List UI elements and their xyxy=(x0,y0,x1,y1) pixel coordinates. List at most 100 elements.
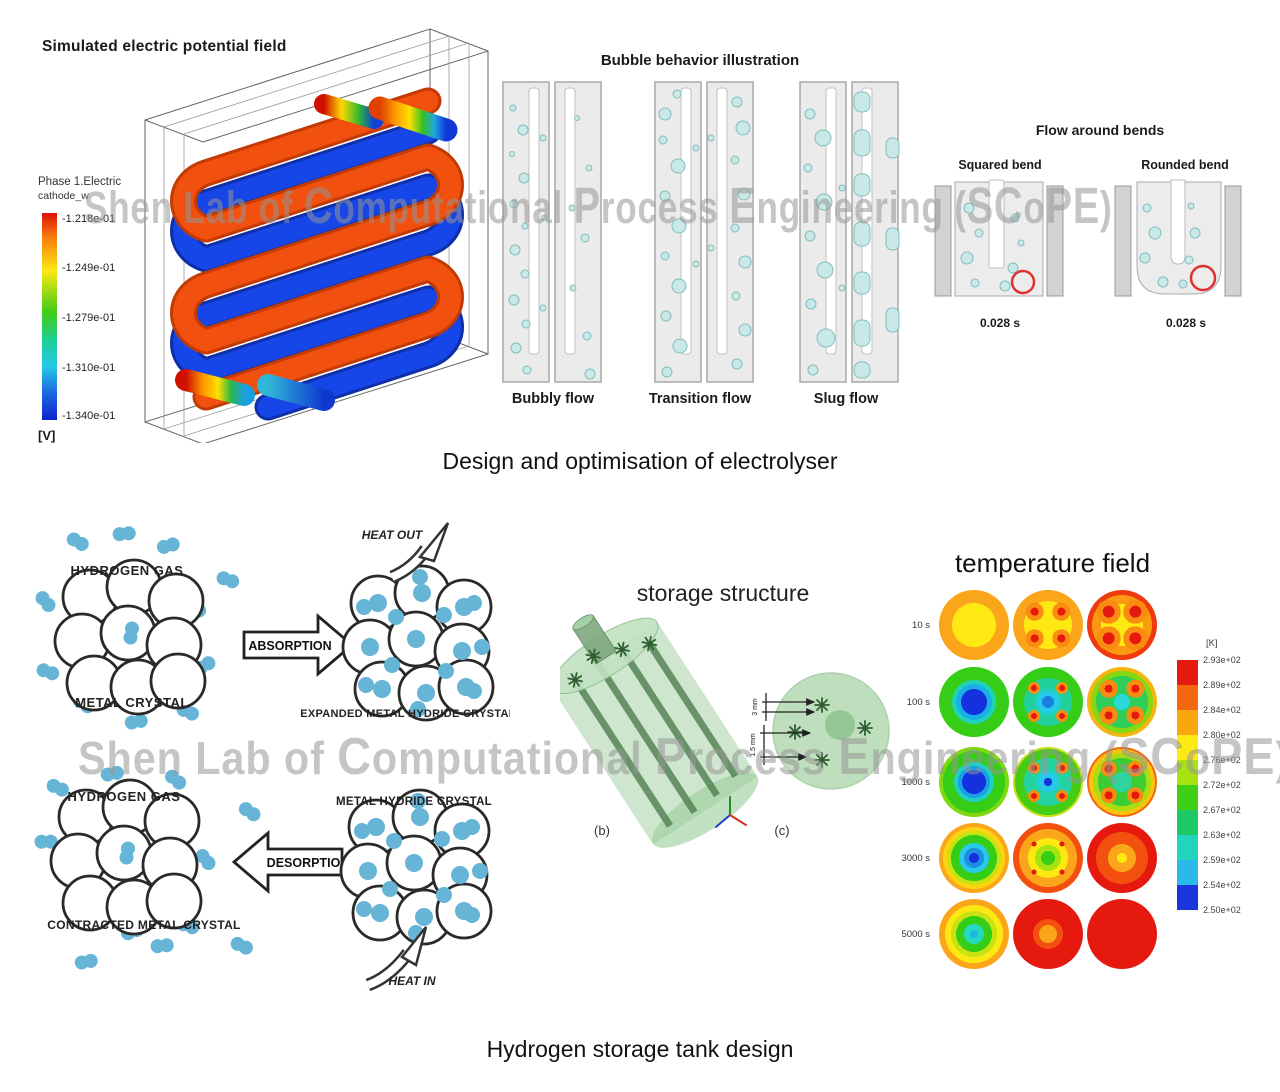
squared-bend-drawing xyxy=(934,179,1064,297)
contour-5000s-1tube xyxy=(939,899,1009,969)
caption-storage: Hydrogen storage tank design xyxy=(486,1036,794,1062)
slug-flow-bubbles xyxy=(803,91,900,379)
rounded-bend-highlight xyxy=(1189,264,1217,292)
label-heat-out: HEAT OUT xyxy=(362,528,424,542)
contour-1000s-4tube-large xyxy=(1087,747,1157,817)
label-metal-crystal: METAL CRYSTAL xyxy=(75,695,189,710)
temperature-colorbar-ticks: 2.93e+02 2.89e+02 2.84e+02 2.80e+02 2.76e+02… xyxy=(1203,655,1258,920)
label-absorption: ABSORPTION xyxy=(248,639,331,653)
contour-100s-1tube xyxy=(939,667,1009,737)
metal-hydride-diagram: HYDROGEN GAS METAL CRYSTAL ABSORPTION EX… xyxy=(31,522,510,992)
contour-3000s-4tube-large xyxy=(1087,823,1157,893)
potential-title: Simulated electric potential field xyxy=(42,38,287,55)
time-label-1000s: 1000 s xyxy=(901,777,930,788)
bubble-panels xyxy=(502,81,900,383)
potential-tick: -1.249e-01 xyxy=(62,262,116,274)
storage-structure-title: storage structure xyxy=(636,580,810,606)
tank-cross-section xyxy=(772,672,890,790)
label-bubbly-flow: Bubbly flow xyxy=(511,391,595,407)
contour-100s-4tube xyxy=(1013,667,1083,737)
transition-flow-bubbles xyxy=(658,89,752,378)
colorbar-segment xyxy=(1177,760,1198,785)
watermark-text: ) xyxy=(1275,732,1280,784)
electric-potential-3d-view xyxy=(144,28,489,443)
heat-in-arrow xyxy=(365,926,428,992)
contour-1000s-1tube xyxy=(939,747,1009,817)
colorbar-tick: 2.67e+02 xyxy=(1203,805,1241,815)
colorbar-tick: 2.84e+02 xyxy=(1203,705,1241,715)
colorbar-tick: 2.72e+02 xyxy=(1203,780,1241,790)
time-label-100s: 100 s xyxy=(906,697,930,708)
label-slug-flow: Slug flow xyxy=(813,391,879,407)
label-c: (c) xyxy=(774,823,789,838)
colorbar-segment xyxy=(1177,885,1198,910)
label-desorption: DESORPTION xyxy=(267,856,350,870)
contour-100s-4tube-large xyxy=(1087,667,1157,737)
colorbar-tick: 2.63e+02 xyxy=(1203,830,1241,840)
colorbar-tick: 2.93e+02 xyxy=(1203,655,1241,665)
potential-legend-variable: cathode_w xyxy=(38,190,89,202)
label-b: (b) xyxy=(594,823,610,838)
label-rounded-bend: Rounded bend xyxy=(1141,158,1229,172)
dimension-arrows xyxy=(760,693,816,765)
colorbar-segment xyxy=(1177,810,1198,835)
absorption-arrow xyxy=(242,612,355,678)
temperature-field-title: temperature field xyxy=(954,548,1151,578)
potential-colorbar xyxy=(42,213,57,420)
contour-3000s-4tube xyxy=(1013,823,1083,893)
contour-1000s-4tube xyxy=(1013,747,1083,817)
colorbar-tick: 2.54e+02 xyxy=(1203,880,1241,890)
storage-structure-drawing: 3 mm 1.5 mm (b) (c) xyxy=(560,614,890,848)
heat-out-arrow xyxy=(389,522,450,584)
potential-legend-phase: Phase 1.Electric xyxy=(38,176,122,188)
anode-serpentine xyxy=(170,87,464,411)
inlet-outlet-stubs xyxy=(175,94,458,411)
bubble-title: Bubble behavior illustration xyxy=(600,52,800,69)
metal-hydride-cluster xyxy=(339,788,493,946)
colorbar-segment xyxy=(1177,785,1198,810)
bends-title: Flow around bends xyxy=(1035,122,1165,138)
label-squared-bend: Squared bend xyxy=(958,158,1042,172)
potential-tick: -1.218e-01 xyxy=(62,213,116,225)
label-heat-in: HEAT IN xyxy=(388,974,435,988)
contour-10s-4tube xyxy=(1013,590,1083,660)
colorbar-tick: 2.80e+02 xyxy=(1203,730,1241,740)
potential-tick: -1.340e-01 xyxy=(62,410,116,422)
colorbar-tick: 2.89e+02 xyxy=(1203,680,1241,690)
squared-bend-time: 0.028 s xyxy=(979,316,1021,330)
colorbar-segment xyxy=(1177,835,1198,860)
potential-colorbar-ticks: -1.218e-01 -1.249e-01 -1.279e-01 -1.310e-01… xyxy=(62,213,142,423)
expanded-hydride-cluster xyxy=(341,564,495,722)
bubbly-flow-bubbles xyxy=(508,104,596,380)
colorbar-tick: 2.59e+02 xyxy=(1203,855,1241,865)
contour-5000s-4tube xyxy=(1013,899,1083,969)
time-label-5000s: 5000 s xyxy=(901,929,930,940)
label-hydrogen-gas-top: HYDROGEN GAS xyxy=(71,563,184,578)
potential-unit: [V] xyxy=(38,428,56,443)
label-hydrogen-gas-bottom: HYDROGEN GAS xyxy=(68,789,181,804)
tank-cylinder xyxy=(560,614,759,848)
contour-10s-1tube xyxy=(939,590,1009,660)
dim-label-top: 3 mm xyxy=(752,698,759,716)
squared-bend-highlight xyxy=(1010,269,1036,295)
contour-5000s-4tube-large xyxy=(1087,899,1157,969)
contour-10s-4tube-large xyxy=(1087,590,1157,660)
label-transition-flow: Transition flow xyxy=(648,391,752,407)
potential-tick: -1.310e-01 xyxy=(62,362,116,374)
label-expanded-hydride: EXPANDED METAL HYDRIDE CRYSTAL xyxy=(300,708,510,720)
time-label-10s: 10 s xyxy=(912,620,930,631)
colorbar-segment xyxy=(1177,860,1198,885)
colorbar-segment xyxy=(1177,735,1198,760)
bend-panels xyxy=(934,179,1242,297)
caption-electrolyser: Design and optimisation of electrolyser xyxy=(442,448,838,474)
temperature-colorbar xyxy=(1177,660,1198,910)
rounded-bend-drawing xyxy=(1114,179,1242,297)
axis-triad xyxy=(715,796,747,828)
potential-tick: -1.279e-01 xyxy=(62,312,116,324)
colorbar-tick: 2.76e+02 xyxy=(1203,755,1241,765)
colorbar-segment xyxy=(1177,685,1198,710)
rounded-bend-time: 0.028 s xyxy=(1165,316,1207,330)
label-metal-hydride: METAL HYDRIDE CRYSTAL xyxy=(336,796,492,808)
colorbar-segment xyxy=(1177,710,1198,735)
